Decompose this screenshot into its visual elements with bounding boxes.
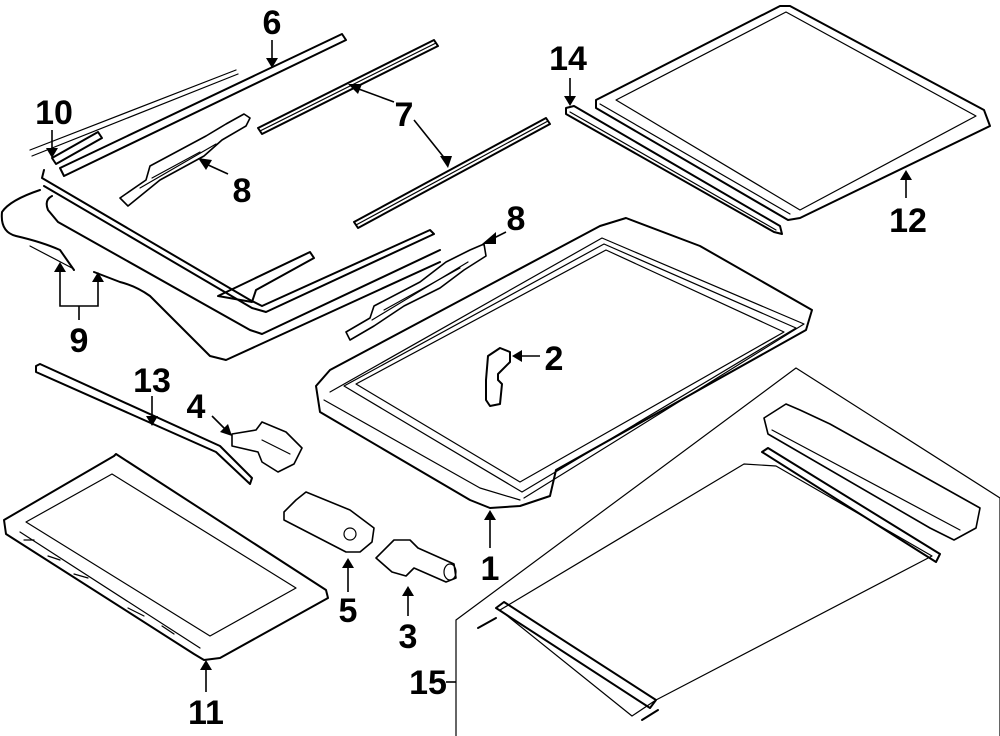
callout-11[interactable]: 11	[188, 694, 224, 732]
part-3-drive-motor[interactable]	[375, 539, 457, 583]
part-9-seal-frame[interactable]	[0, 169, 441, 361]
part-5-mechanism-plate[interactable]	[283, 491, 375, 553]
callout-5[interactable]: 5	[339, 592, 358, 630]
callout-2[interactable]: 2	[545, 340, 564, 378]
callout-6[interactable]: 6	[263, 4, 282, 42]
part-2-bracket[interactable]	[485, 347, 511, 407]
callout-leaders	[46, 40, 912, 692]
callout-10[interactable]: 10	[35, 94, 73, 132]
callout-labels: 6 10 8 7 9 8 14 12 2 1 13 4 5 3 11 15	[35, 4, 927, 732]
part-12-glass-panel[interactable]	[595, 5, 991, 221]
callout-13[interactable]: 13	[133, 362, 171, 400]
part-6-trim-strip[interactable]	[29, 33, 347, 177]
part-4-motor[interactable]	[231, 421, 303, 473]
part-7-guide-rails[interactable]	[257, 39, 551, 229]
callout-9[interactable]: 9	[70, 322, 89, 360]
part-10-clip[interactable]	[51, 131, 103, 165]
part-15-sunshade[interactable]	[477, 403, 981, 721]
callout-1[interactable]: 1	[481, 550, 500, 588]
callout-12[interactable]: 12	[889, 202, 927, 240]
part-1-frame-assembly[interactable]	[315, 217, 813, 509]
callout-15[interactable]: 15	[409, 664, 447, 702]
part-8-guide-slider-left[interactable]	[119, 113, 251, 207]
callout-3[interactable]: 3	[399, 618, 418, 656]
callout-8-center[interactable]: 8	[507, 200, 526, 238]
part-14-seal-strip[interactable]	[565, 105, 783, 235]
part-8-guide-slider-center[interactable]	[345, 243, 487, 341]
callout-4[interactable]: 4	[187, 388, 206, 426]
callout-7[interactable]: 7	[395, 96, 414, 134]
callout-14[interactable]: 14	[549, 40, 587, 78]
part-15-sunshade-box	[455, 367, 1000, 736]
callout-8-left[interactable]: 8	[233, 172, 252, 210]
part-13-weatherstrip[interactable]	[35, 363, 253, 485]
part-11-trim-panel[interactable]	[3, 453, 329, 661]
